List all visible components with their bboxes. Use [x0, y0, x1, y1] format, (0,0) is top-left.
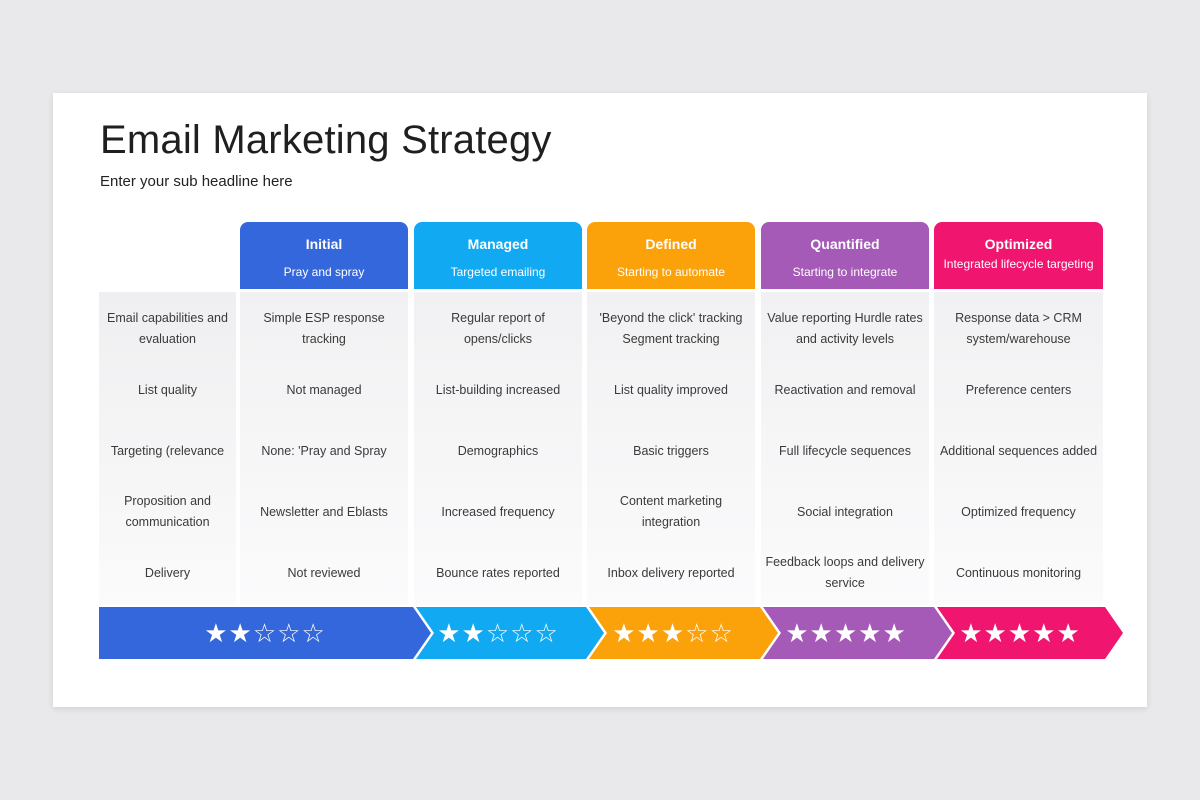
stage-header-defined: Defined Starting to automate: [587, 222, 755, 289]
table-cell: None: 'Pray and Spray: [261, 443, 387, 458]
stage-title: Defined: [645, 236, 697, 252]
table-cell: Not reviewed: [287, 565, 361, 580]
rating-segment-initial: [99, 607, 431, 659]
table-cell: Continuous monitoring: [955, 565, 1082, 580]
table-cell: Feedback loops and delivery service: [765, 555, 925, 590]
stage-column-quantified: [761, 292, 929, 605]
row-label: List quality: [137, 382, 198, 397]
table-cell: Reactivation and removal: [774, 382, 916, 397]
table-cell: Social integration: [797, 504, 893, 519]
row-label: Email capabilities and evaluation: [107, 311, 228, 346]
stage-subtitle: Starting to automate: [616, 265, 726, 279]
row-label: Targeting (relevance: [110, 443, 225, 458]
star-rating-initial: ★★☆☆☆: [204, 617, 326, 648]
stage-header-managed: Managed Targeted emailing: [414, 222, 582, 289]
star-rating-managed: ★★☆☆☆: [437, 617, 559, 648]
stage-subtitle: Starting to integrate: [792, 265, 898, 279]
stage-subtitle: Pray and spray: [283, 265, 365, 279]
stage-header-quantified: Quantified Starting to integrate: [761, 222, 929, 289]
stage-column-optimized: [934, 292, 1103, 605]
table-cell: Full lifecycle sequences: [778, 443, 911, 458]
stage-subtitle: Integrated lifecycle targeting: [943, 257, 1094, 271]
row-label: Delivery: [144, 565, 191, 580]
stage-title: Quantified: [810, 236, 880, 252]
page-title: Email Marketing Strategy: [100, 118, 552, 162]
rating-segment-defined: [589, 607, 778, 659]
table-cell: Response data > CRM system/warehouse: [955, 311, 1082, 346]
stage-header-optimized: Optimized Integrated lifecycle targeting: [934, 222, 1103, 289]
stage-title: Initial: [305, 236, 343, 252]
stage-header-initial: Initial Pray and spray: [240, 222, 408, 289]
row-label-column: [99, 292, 236, 605]
page-subtitle: Enter your sub headline here: [100, 173, 293, 190]
table-cell: Not managed: [286, 382, 362, 397]
row-label: Proposition and communication: [124, 494, 211, 529]
table-cell: Optimized frequency: [961, 504, 1076, 519]
table-cell: Preference centers: [965, 382, 1072, 397]
table-cell: Value reporting Hurdle rates and activit…: [767, 311, 923, 346]
star-rating-defined: ★★★☆☆: [612, 617, 734, 648]
rating-segment-optimized: [937, 607, 1123, 659]
stage-column-managed: [414, 292, 582, 605]
stage-title: Optimized: [984, 236, 1053, 252]
table-cell: List-building increased: [435, 382, 561, 397]
stage-column-defined: [587, 292, 755, 605]
stage-title: Managed: [467, 236, 529, 252]
table-cell: Inbox delivery reported: [607, 565, 735, 580]
table-cell: Regular report of opens/clicks: [451, 311, 545, 346]
table-cell: List quality improved: [614, 382, 728, 397]
stage-subtitle: Targeted emailing: [450, 265, 546, 279]
table-cell: Demographics: [457, 443, 539, 458]
table-cell: Bounce rates reported: [436, 565, 560, 580]
rating-segment-managed: [416, 607, 604, 659]
star-rating-optimized: ★★★★★: [959, 617, 1081, 648]
table-cell: Basic triggers: [633, 443, 709, 458]
star-rating-quantified: ★★★★★: [785, 617, 907, 648]
table-cell: Additional sequences added: [939, 443, 1098, 458]
table-cell: Simple ESP response tracking: [263, 311, 385, 346]
table-cell: Newsletter and Eblasts: [260, 504, 388, 519]
table-cell: Content marketing integration: [619, 494, 723, 529]
rating-segment-quantified: [763, 607, 952, 659]
table-cell: 'Beyond the click' tracking Segment trac…: [599, 311, 743, 346]
table-cell: Increased frequency: [441, 504, 555, 519]
stage-column-initial: [240, 292, 408, 605]
